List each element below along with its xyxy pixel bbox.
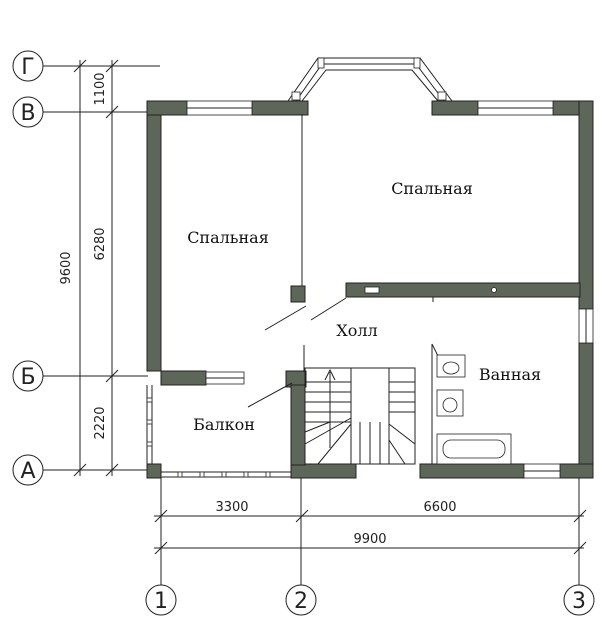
doors xyxy=(264,297,441,372)
dim-horizontal-1-2: 3300 xyxy=(215,500,248,515)
room-bedroom-left: Спальная xyxy=(187,228,269,247)
dim-vertical-total: 9600 xyxy=(59,251,74,284)
horizontal-dimension-total: 9900 xyxy=(154,532,587,555)
bay-window xyxy=(287,57,453,102)
room-bathroom: Ванная xyxy=(479,365,541,384)
axis-col-3-label: 3 xyxy=(572,589,586,614)
axis-row-g-label: Г xyxy=(21,55,34,80)
axis-col-1: 1 xyxy=(145,478,177,616)
axis-col-1-label: 1 xyxy=(154,589,168,614)
dim-vertical-v-b: 6280 xyxy=(93,227,108,260)
axis-row-v: В xyxy=(12,96,148,128)
dim-vertical-g-v: 1100 xyxy=(93,72,108,105)
axis-row-a-label: А xyxy=(20,459,35,484)
staircase xyxy=(304,367,416,465)
bathroom-fixtures xyxy=(436,354,512,465)
axis-col-3: 3 xyxy=(563,478,595,616)
axis-row-v-label: В xyxy=(20,101,35,126)
axis-row-g: Г xyxy=(12,50,160,82)
axis-row-a: А xyxy=(12,454,148,486)
interior-walls xyxy=(290,114,581,464)
room-bedroom-right: Спальная xyxy=(391,179,473,198)
dim-horizontal-2-3: 6600 xyxy=(423,500,456,515)
dim-vertical-b-a: 2220 xyxy=(93,406,108,439)
room-hall: Холл xyxy=(336,321,377,340)
outer-walls xyxy=(146,100,594,479)
vertical-dimension-total: 9600 xyxy=(59,59,87,477)
axis-col-2-label: 2 xyxy=(294,589,308,614)
axis-row-b-label: Б xyxy=(20,365,35,390)
balcony-railing xyxy=(146,385,291,478)
room-balcony: Балкон xyxy=(193,415,255,434)
axis-col-2: 2 xyxy=(285,478,317,616)
vertical-dimension-chain: 1100 6280 2220 xyxy=(93,59,119,477)
balcony-leader-line xyxy=(247,382,293,408)
horizontal-dimension-chain: 3300 6600 xyxy=(154,500,587,523)
windows xyxy=(186,100,594,479)
axis-row-b: Б xyxy=(12,360,148,392)
dim-horizontal-total: 9900 xyxy=(353,532,386,547)
